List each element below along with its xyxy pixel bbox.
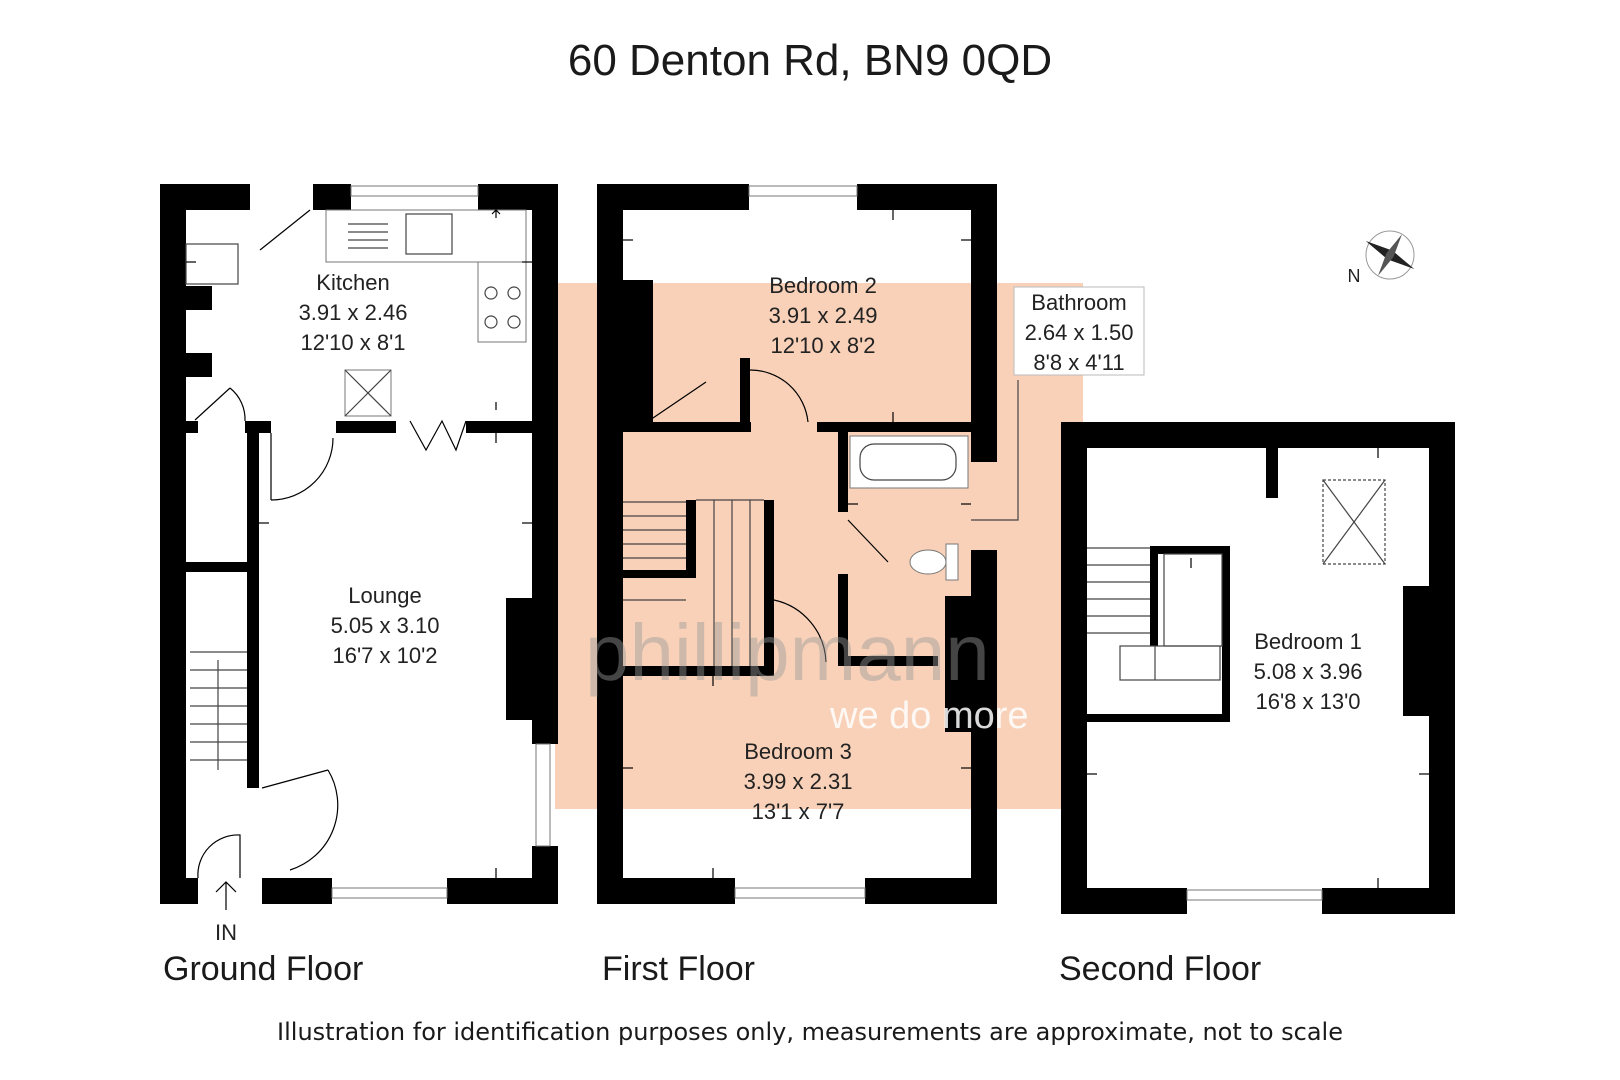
ground-floor-label: Ground Floor xyxy=(163,950,364,988)
bedroom3-metric: 3.99 x 2.31 xyxy=(744,769,853,794)
page-title: 60 Denton Rd, BN9 0QD xyxy=(567,36,1053,85)
compass-label: N xyxy=(1348,266,1361,286)
bedroom1-imperial: 16'8 x 13'0 xyxy=(1255,689,1360,714)
bathroom-name: Bathroom xyxy=(1031,290,1126,315)
watermark-brand: phillipmann xyxy=(585,608,990,697)
lounge-name: Lounge xyxy=(348,583,421,608)
bathroom-label-box xyxy=(1013,286,1145,376)
bedroom2-imperial: 12'10 x 8'2 xyxy=(770,333,875,358)
kitchen-imperial: 12'10 x 8'1 xyxy=(300,330,405,355)
second-floor-plan xyxy=(1061,422,1455,914)
first-floor-label: First Floor xyxy=(602,950,755,988)
lounge-imperial: 16'7 x 10'2 xyxy=(332,643,437,668)
bedroom1-metric: 5.08 x 3.96 xyxy=(1254,659,1363,684)
entrance-arrow xyxy=(215,881,237,910)
first-floor-plan xyxy=(597,184,1019,904)
kitchen-name: Kitchen xyxy=(316,270,389,295)
second-floor-label: Second Floor xyxy=(1059,950,1262,988)
watermark-tagline: we do more xyxy=(829,695,1029,737)
bedroom2-name: Bedroom 2 xyxy=(769,273,877,298)
ground-floor-plan xyxy=(160,184,558,910)
entrance-label: IN xyxy=(215,920,237,945)
lounge-metric: 5.05 x 3.10 xyxy=(331,613,440,638)
disclaimer: Illustration for identification purposes… xyxy=(277,1018,1343,1046)
kitchen-metric: 3.91 x 2.46 xyxy=(299,300,408,325)
bathroom-metric: 2.64 x 1.50 xyxy=(1025,320,1134,345)
bathroom-imperial: 8'8 x 4'11 xyxy=(1033,350,1124,375)
compass-rose-icon xyxy=(1365,230,1415,280)
bedroom2-metric: 3.91 x 2.49 xyxy=(769,303,878,328)
bedroom1-name: Bedroom 1 xyxy=(1254,629,1362,654)
bedroom3-imperial: 13'1 x 7'7 xyxy=(752,799,845,824)
bedroom3-name: Bedroom 3 xyxy=(744,739,852,764)
